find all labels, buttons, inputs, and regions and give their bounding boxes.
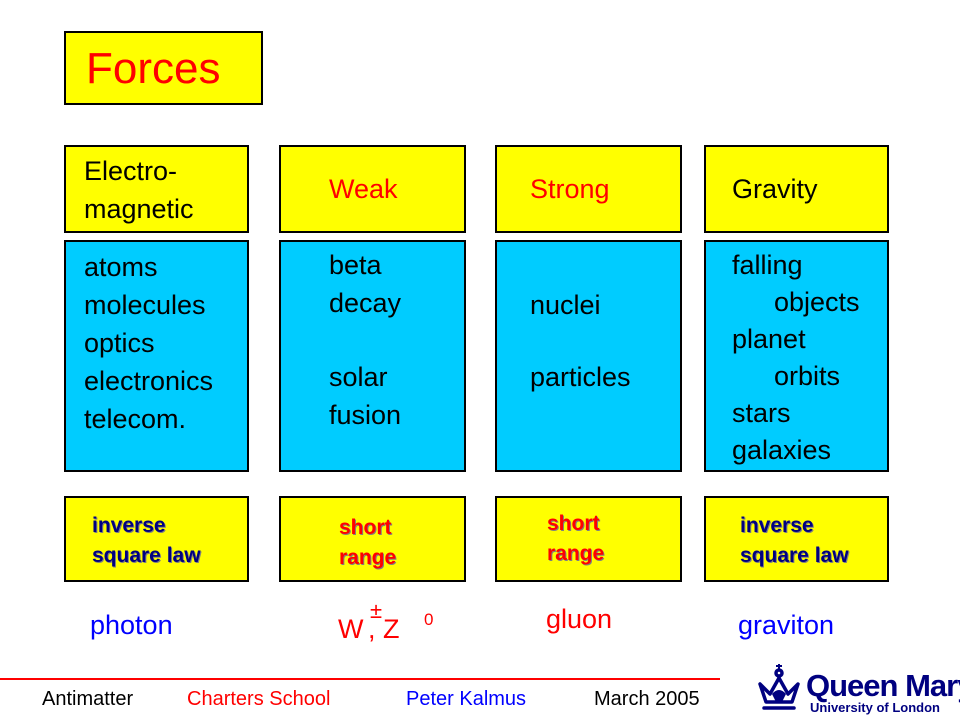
force-examples-electromagnetic: atoms molecules optics electronics telec…	[64, 240, 249, 472]
example-item: falling	[732, 250, 803, 280]
carrier-z: , Z	[368, 614, 400, 644]
example-item: electronics	[84, 366, 214, 396]
example-item: particles	[530, 362, 631, 392]
range-line-2: square law	[740, 544, 849, 567]
force-name-line-1: Electro-	[84, 156, 178, 186]
carrier-w: W	[338, 614, 364, 644]
title-box: Forces	[64, 31, 263, 105]
carrier-w-z-bosons: W ± , Z 0	[338, 598, 458, 660]
footer-author: Peter Kalmus	[406, 688, 527, 710]
force-examples-gravity: falling objects planet orbits stars gala…	[704, 240, 889, 472]
carrier-zero-superscript: 0	[424, 610, 434, 629]
footer-divider	[0, 678, 720, 680]
footer-topic: Antimatter	[42, 688, 134, 710]
force-name-line-2: magnetic	[84, 194, 194, 224]
example-item: solar	[329, 362, 388, 392]
footer-date: March 2005	[594, 688, 700, 710]
footer-venue: Charters School	[187, 688, 331, 710]
range-line-2: range	[547, 542, 605, 565]
example-item: nuclei	[530, 290, 601, 320]
force-name: Strong	[530, 174, 610, 204]
carrier-plus-minus: ±	[370, 598, 383, 623]
example-item: fusion	[329, 400, 402, 430]
force-header-gravity: Gravity	[704, 145, 889, 233]
force-range-gravity: inverse square law	[704, 496, 889, 582]
example-item: optics	[84, 328, 155, 358]
example-item: molecules	[84, 290, 206, 320]
example-item: orbits	[774, 361, 841, 391]
range-line-1: short	[339, 516, 392, 539]
range-line-1: inverse	[740, 514, 814, 537]
force-range-weak: short range	[279, 496, 466, 582]
force-header-electromagnetic: Electro- magnetic	[64, 145, 249, 233]
crown-crest-icon	[758, 664, 800, 710]
carrier-photon: photon	[90, 610, 173, 640]
force-examples-strong: nuclei particles	[495, 240, 682, 472]
range-line-2: square law	[92, 544, 201, 567]
logo-subtitle: University of London	[810, 700, 940, 715]
force-range-electromagnetic: inverse square law	[64, 496, 249, 582]
example-item: decay	[329, 288, 402, 318]
force-examples-weak: beta decay solar fusion	[279, 240, 466, 472]
range-line-1: inverse	[92, 514, 166, 537]
force-name: Gravity	[732, 174, 818, 204]
example-item: beta	[329, 250, 382, 280]
force-header-strong: Strong	[495, 145, 682, 233]
slide-title: Forces	[86, 44, 221, 93]
force-name: Weak	[329, 174, 398, 204]
queen-mary-logo: Queen Mary University of London	[752, 664, 960, 720]
force-header-weak: Weak	[279, 145, 466, 233]
carrier-graviton: graviton	[738, 610, 835, 640]
range-line-2: range	[339, 546, 397, 569]
example-item: planet	[732, 324, 806, 354]
logo-name: Queen Mary	[806, 668, 960, 703]
force-range-strong: short range	[495, 496, 682, 582]
carrier-gluon: gluon	[546, 604, 613, 634]
example-item: objects	[774, 287, 860, 317]
example-item: telecom.	[84, 404, 187, 434]
example-item: atoms	[84, 252, 158, 282]
example-item: galaxies	[732, 435, 832, 465]
example-item: stars	[732, 398, 791, 428]
range-line-1: short	[547, 512, 600, 535]
